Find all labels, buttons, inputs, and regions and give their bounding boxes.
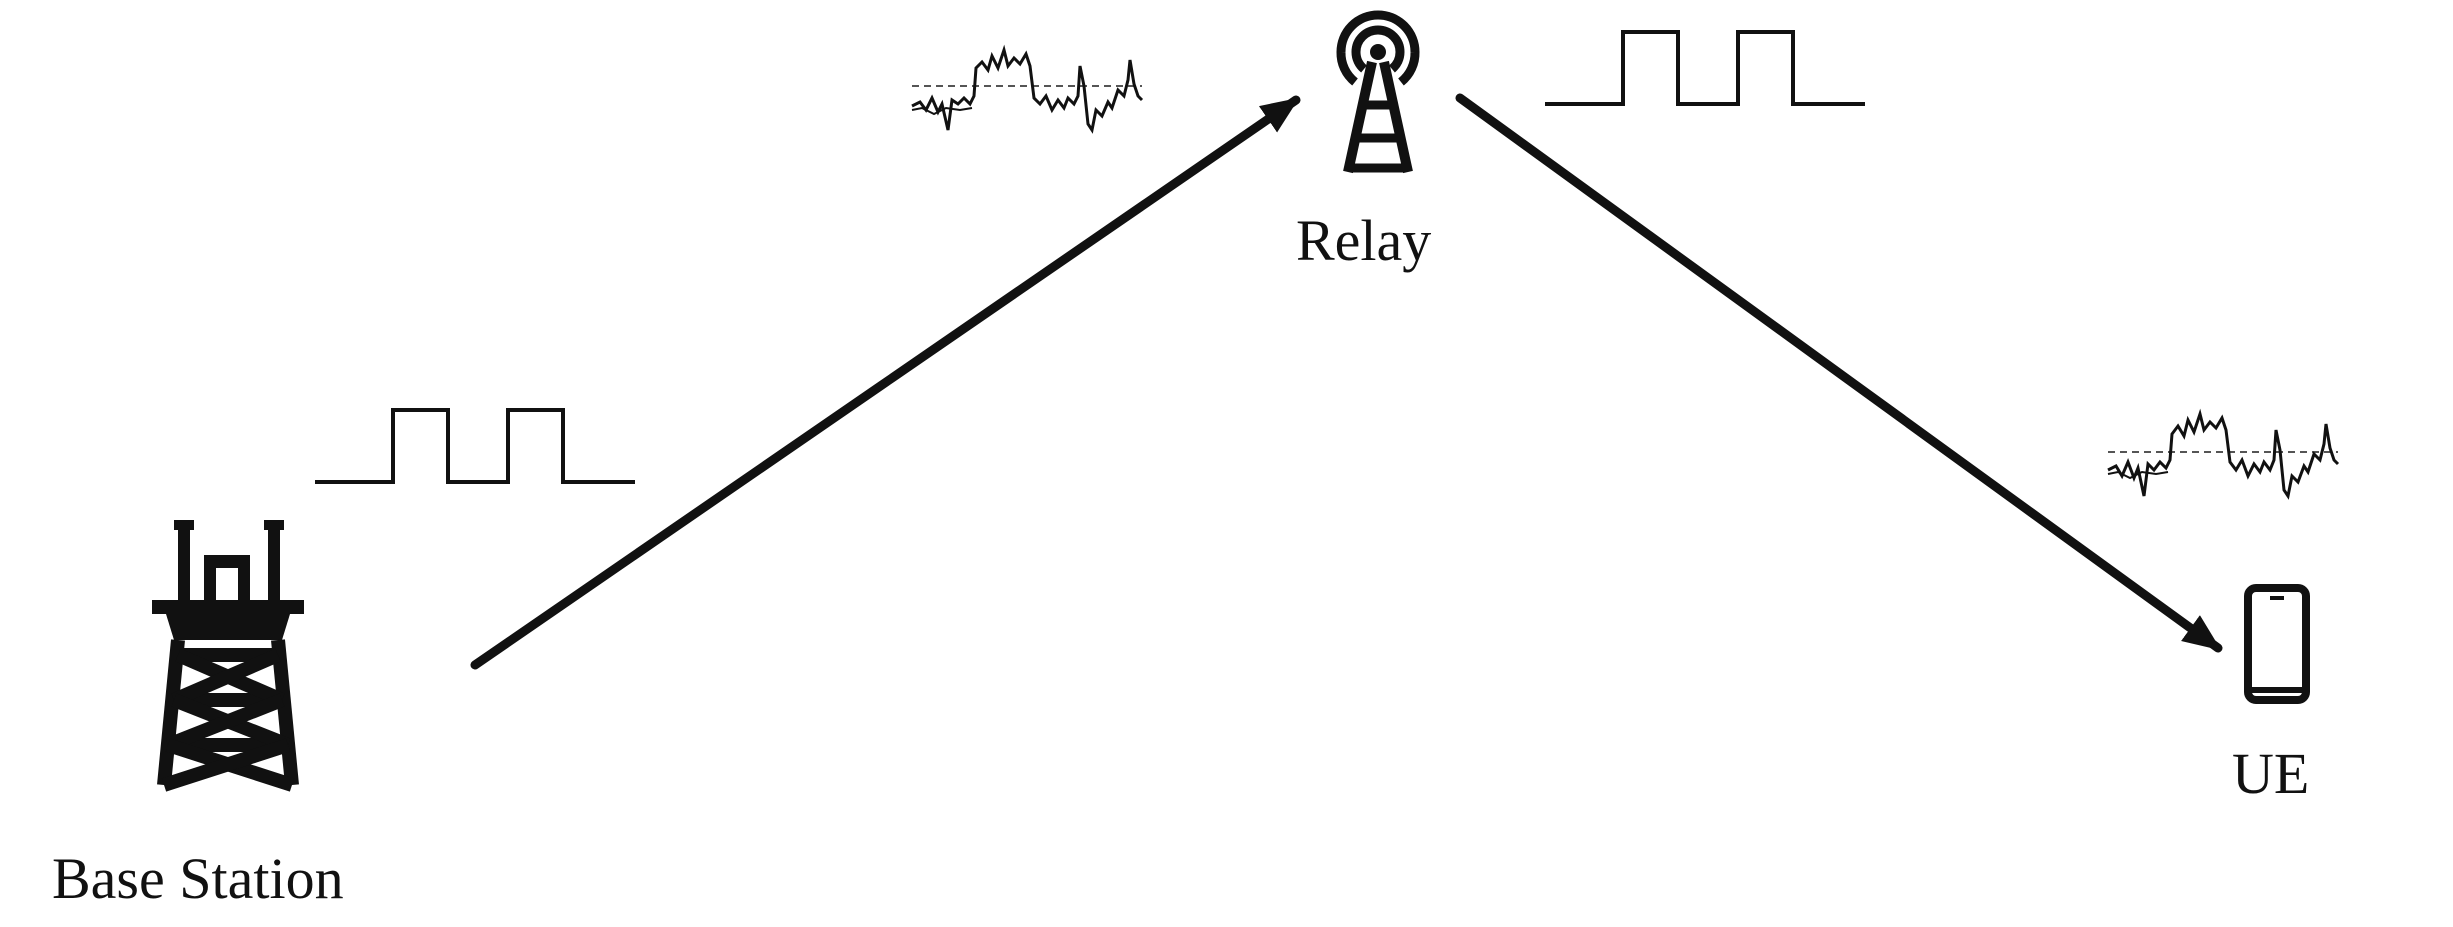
ue-label: UE <box>2232 741 2310 806</box>
mobile-phone-icon <box>2244 584 2310 704</box>
link-base-to-relay-arrow <box>470 95 1301 670</box>
base-station-label: Base Station <box>52 846 344 911</box>
noisy-waveform-icon <box>911 44 1144 134</box>
relay-label: Relay <box>1296 208 1432 273</box>
link-relay-to-ue-arrow <box>1455 93 2223 653</box>
noisy-waveform-icon <box>2107 408 2340 500</box>
clean-square-pulse-icon <box>315 408 635 484</box>
clean-square-pulse-icon <box>1545 30 1865 106</box>
relay-antenna-icon <box>1336 10 1420 174</box>
base-station-tower-icon <box>152 520 304 792</box>
